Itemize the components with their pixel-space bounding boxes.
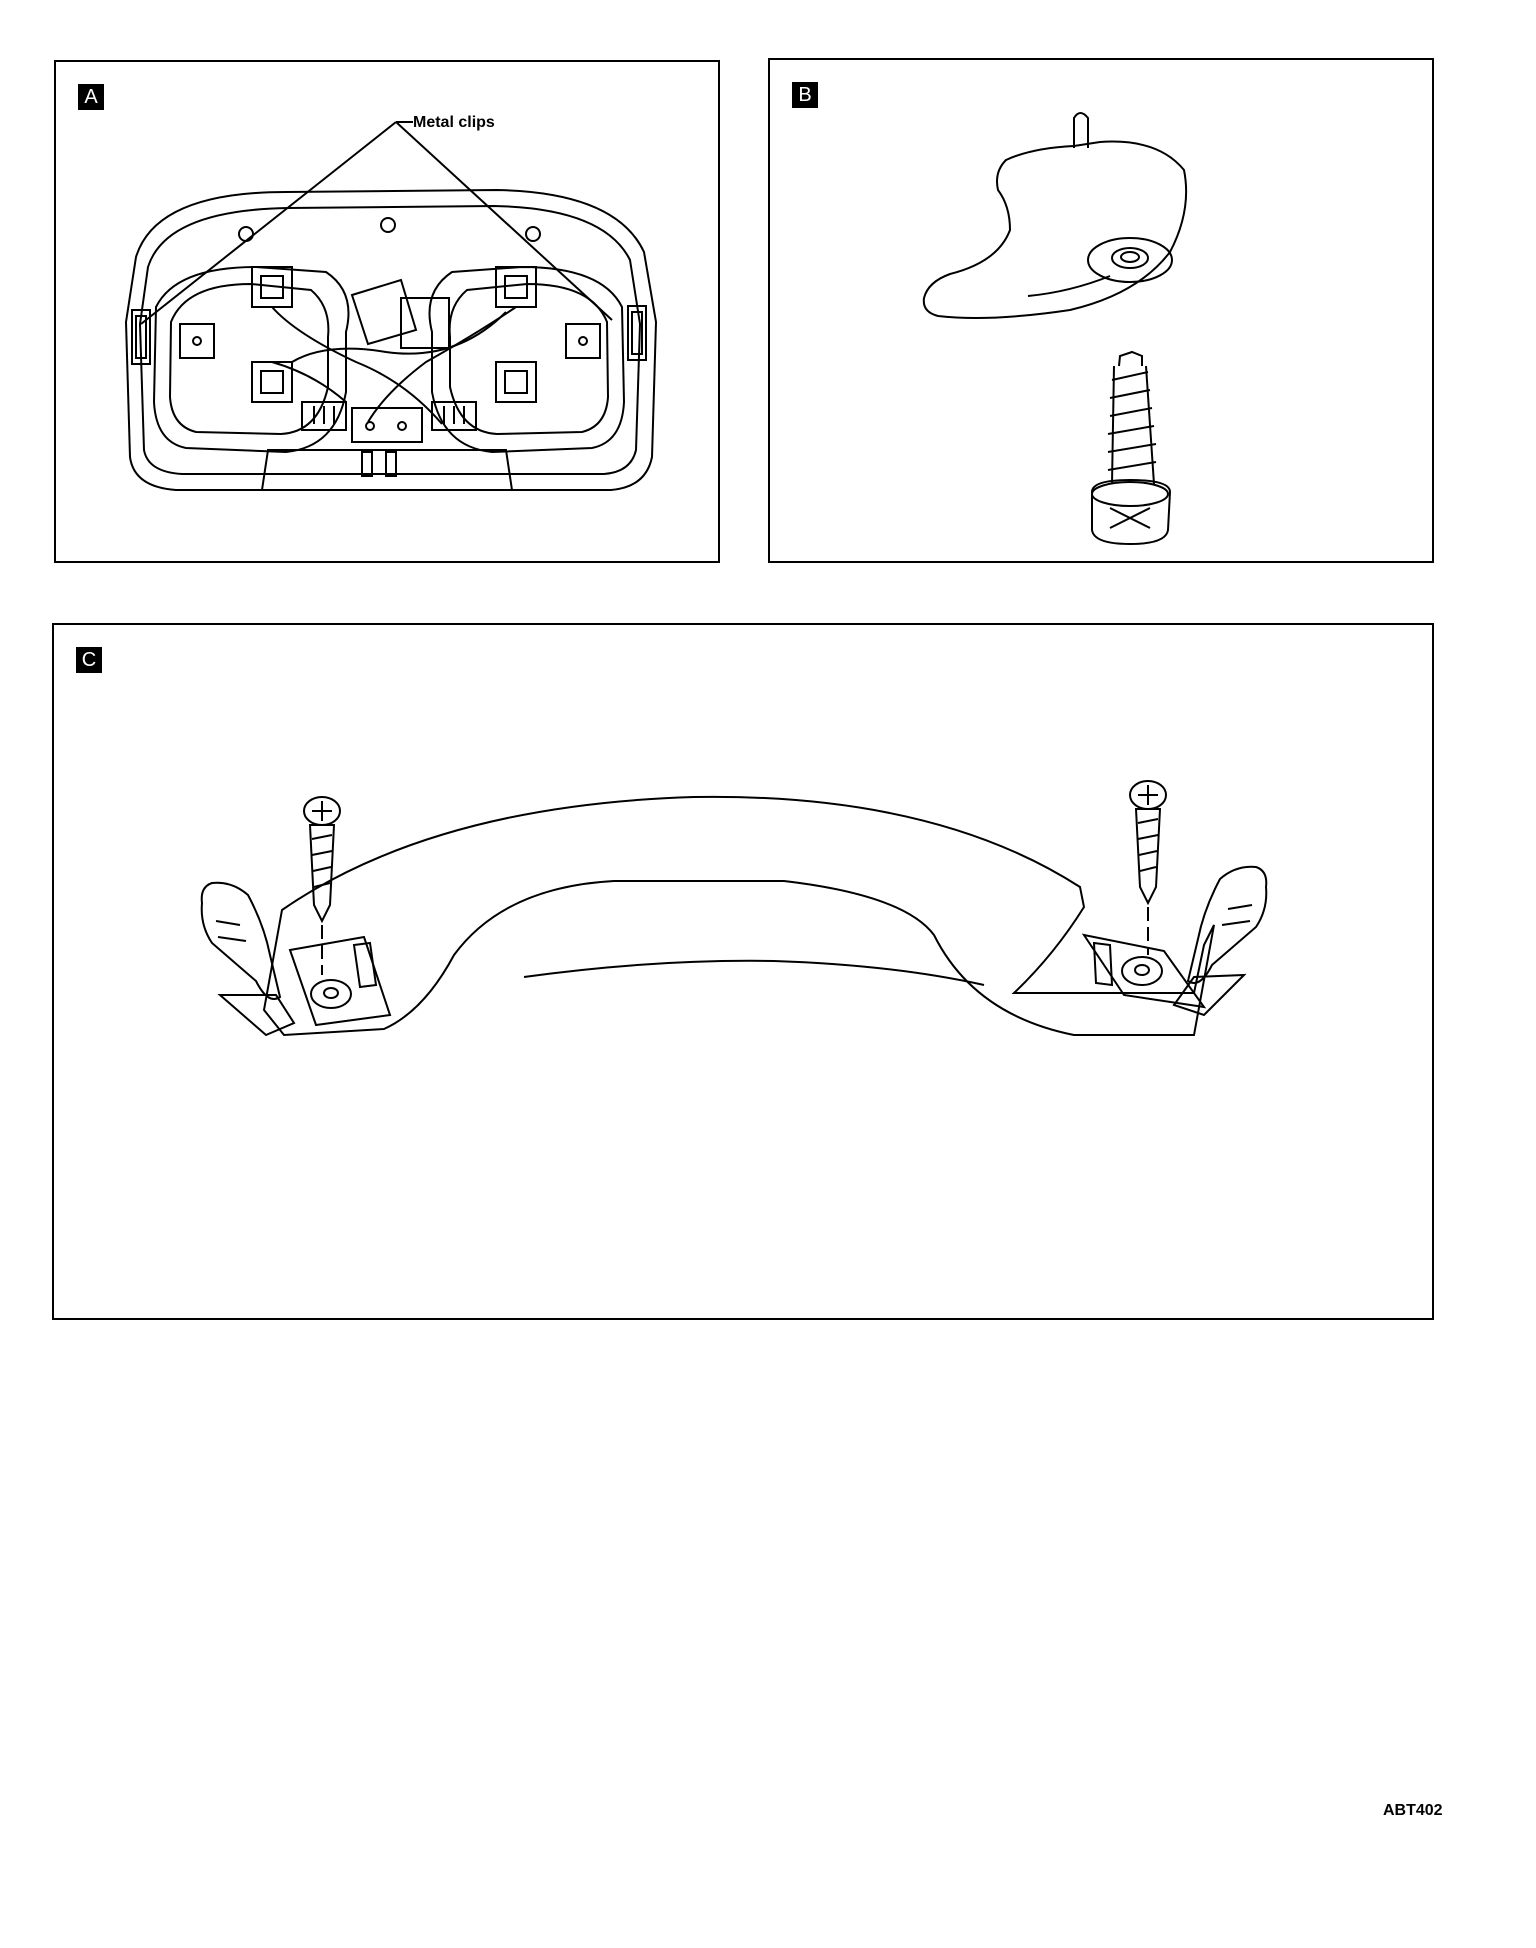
left-bulb-terminal-upper-inner	[260, 275, 284, 299]
right-bulb-terminal-lower	[495, 361, 537, 403]
right-screw-hole	[1134, 964, 1150, 976]
right-hinge-cover	[1186, 865, 1268, 984]
grab-handle-body	[262, 795, 1215, 1037]
right-lamp-socket-pin	[578, 336, 588, 346]
left-mount-bracket	[288, 935, 392, 1027]
left-screw-boss	[310, 979, 352, 1009]
panel-a-map-light-housing: A Metal clips	[54, 60, 720, 563]
hook-screw-hole	[1111, 247, 1149, 269]
right-hinge-ribs	[1221, 904, 1253, 926]
center-bracket	[351, 407, 423, 443]
hook-body	[922, 140, 1188, 319]
left-hinge	[200, 881, 392, 1037]
bottom-tab-slot-2	[385, 451, 397, 477]
left-lamp-reflector-inner	[168, 282, 330, 436]
right-lamp-reflector	[428, 265, 626, 454]
left-bracket-rib	[352, 941, 378, 989]
left-hinge-cover	[200, 881, 282, 1000]
right-hinge	[1081, 865, 1268, 1017]
right-screw	[1129, 780, 1167, 955]
figure-code: ABT402	[1383, 1802, 1443, 1819]
right-screw-boss	[1121, 956, 1163, 986]
wire-harness-3	[367, 306, 517, 423]
panel-a-label: A	[78, 84, 104, 110]
hook-screw	[1091, 350, 1172, 546]
center-bracket-hole-2	[397, 421, 407, 431]
metal-clip-right	[627, 305, 647, 361]
left-screw-shank	[308, 824, 336, 924]
hook-screw-hole-inner	[1120, 251, 1140, 263]
left-hinge-clip	[217, 994, 296, 1037]
housing-hole-right	[525, 226, 541, 242]
wire-harness-4	[271, 361, 347, 403]
right-mount-bracket	[1081, 933, 1207, 1009]
left-bulb-terminal-lower-inner	[260, 370, 284, 394]
center-bracket-hole-1	[365, 421, 375, 431]
leader-line-right-clip	[395, 121, 613, 321]
screw-head	[1091, 478, 1172, 546]
screw-head-top	[1091, 481, 1169, 507]
right-bracket-rib	[1092, 941, 1114, 987]
metal-clips-callout: Metal clips	[413, 114, 495, 131]
housing-inner-rim	[138, 204, 642, 475]
left-lamp-socket-pin	[192, 336, 202, 346]
screw-head-slot-2	[1109, 507, 1151, 529]
housing-hole-center	[380, 217, 396, 233]
left-lamp-socket-outer	[179, 323, 215, 359]
center-switch-body	[350, 278, 418, 346]
left-connector	[301, 401, 347, 431]
metal-clip-left	[131, 309, 151, 365]
right-screw-threads	[1137, 818, 1159, 872]
wire-harness-1	[271, 306, 443, 425]
center-switch-housing	[400, 297, 450, 349]
screw-threads	[1107, 371, 1157, 471]
housing-hole-left	[238, 226, 254, 242]
screw-shank-right	[1145, 365, 1155, 485]
left-lamp-reflector	[152, 265, 350, 454]
right-connector	[431, 401, 477, 431]
map-light-housing-drawing	[124, 121, 658, 491]
wire-harness-2	[291, 311, 507, 363]
panel-b-hook-and-screw: B	[768, 58, 1434, 563]
metal-clip-left-inner	[135, 315, 147, 359]
right-screw-shank	[1134, 808, 1162, 906]
left-hinge-ribs	[215, 920, 247, 942]
right-hinge-clip	[1172, 973, 1247, 1017]
leader-line-left-clip	[140, 121, 397, 325]
screw-shank-left	[1111, 365, 1115, 485]
hook-contour	[1027, 275, 1111, 297]
left-screw-hole	[323, 987, 339, 999]
left-screw	[303, 796, 341, 975]
panel-b-label: B	[792, 82, 818, 108]
housing-bottom-tab	[260, 449, 514, 491]
panel-c-label: C	[76, 647, 102, 673]
screw-tip	[1118, 350, 1143, 367]
coat-hook-drawing	[922, 112, 1188, 546]
panel-c-grab-handle: C	[52, 623, 1434, 1320]
housing-outer-shell	[124, 188, 658, 491]
grab-handle-ridge	[523, 959, 985, 986]
bottom-tab-slot-1	[361, 451, 373, 477]
left-bulb-terminal-lower	[251, 361, 293, 403]
right-bulb-terminal-lower-inner	[504, 370, 528, 394]
grab-handle-drawing	[200, 780, 1268, 1037]
hook-stud	[1073, 112, 1089, 148]
left-screw-threads	[311, 834, 333, 888]
hook-screw-boss	[1087, 237, 1173, 283]
right-bulb-terminal-upper-inner	[504, 275, 528, 299]
right-lamp-socket-outer	[565, 323, 601, 359]
metal-clip-right-inner	[631, 311, 643, 355]
